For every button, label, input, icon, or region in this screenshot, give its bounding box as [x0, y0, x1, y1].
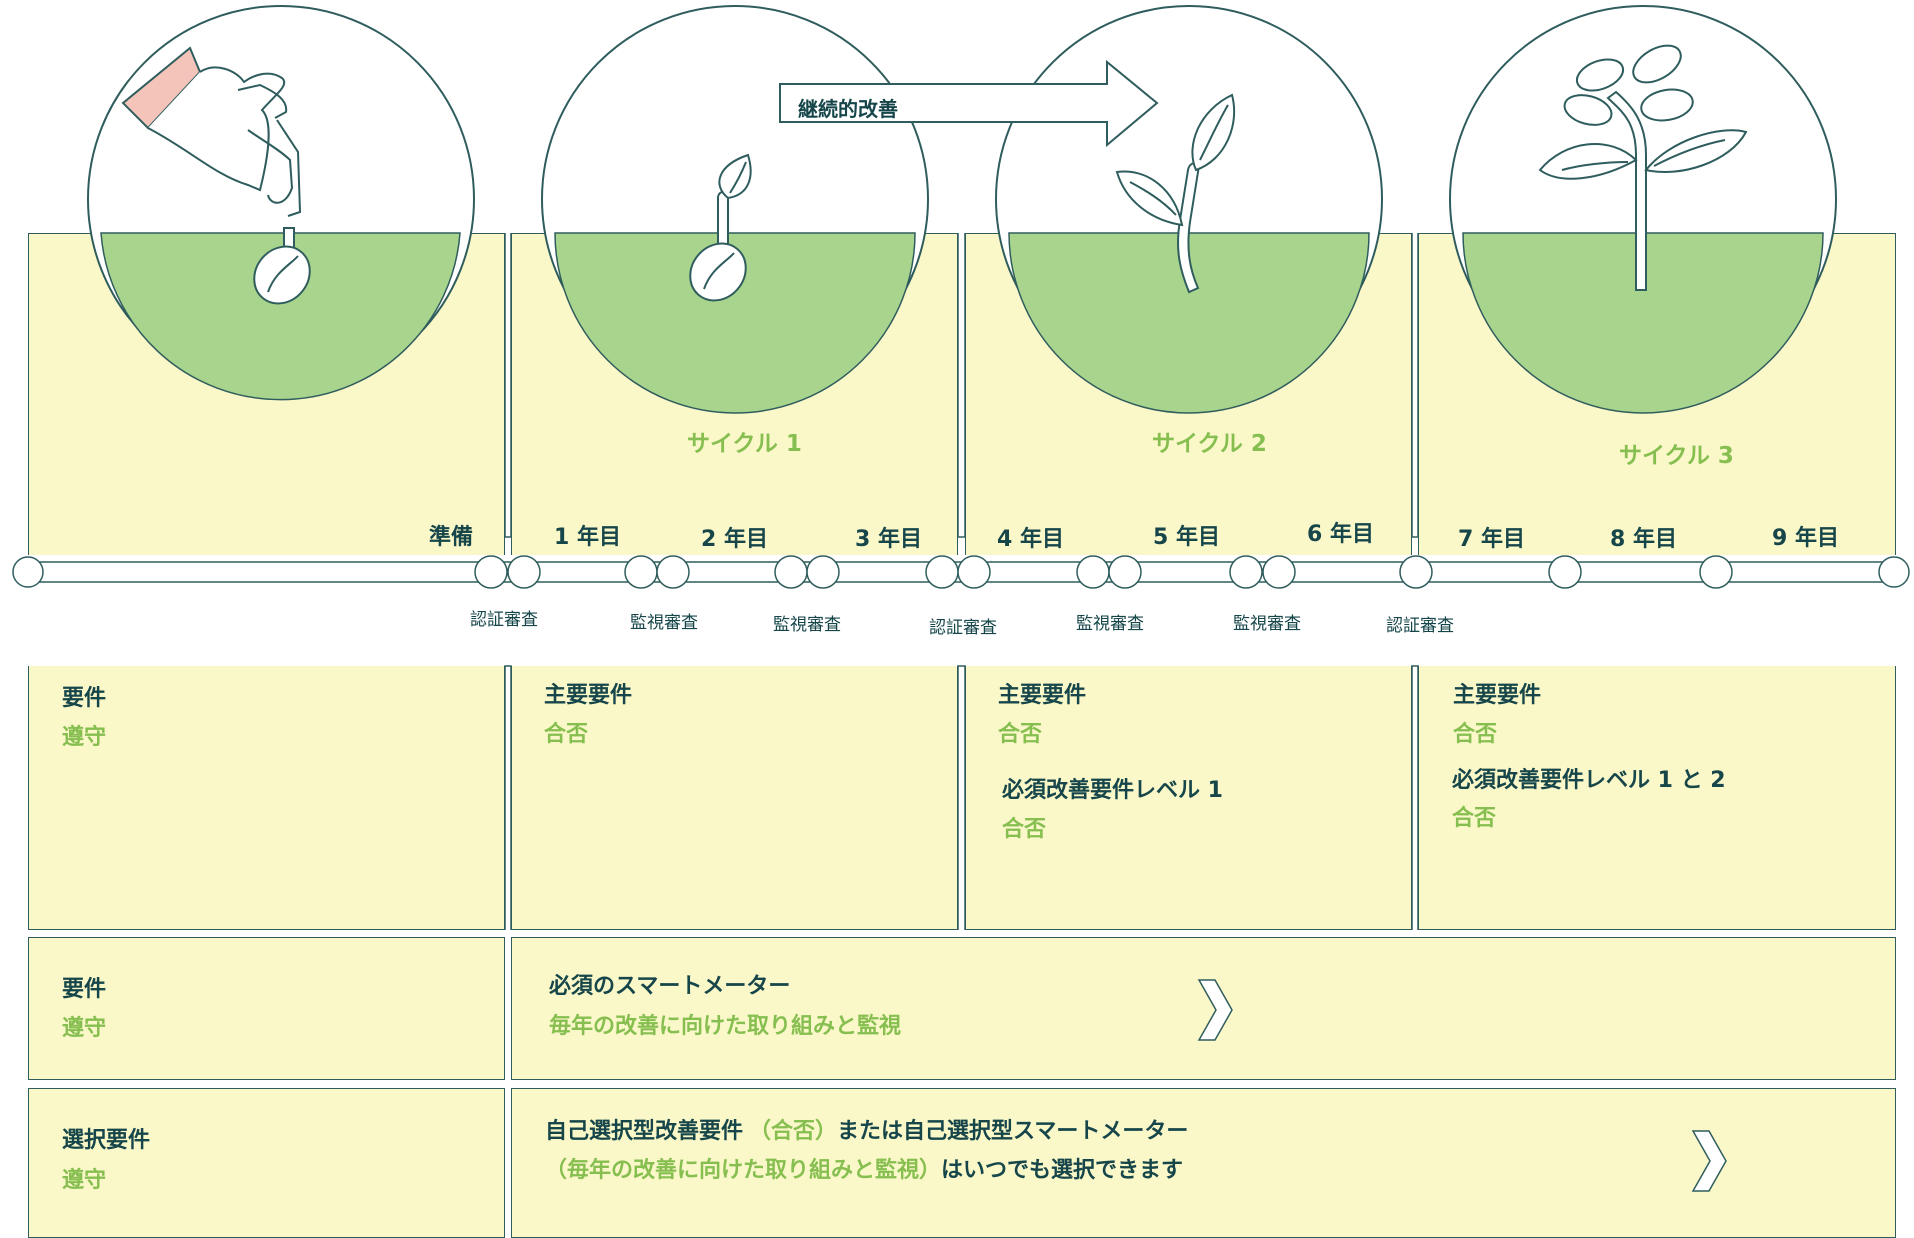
year-label-8: 8 年目	[1610, 527, 1677, 552]
cycle1-heading: 主要要件	[544, 683, 633, 708]
cycle-label-2: サイクル 2	[1152, 431, 1267, 457]
audit-label: 監視審査	[773, 615, 841, 635]
row2-left-panel	[28, 937, 505, 1080]
row3-left-sub: 遵守	[62, 1168, 107, 1193]
row2-main-panel	[511, 937, 1896, 1080]
row3-main-panel	[511, 1088, 1896, 1238]
grown-plant-icon	[1449, 5, 1837, 414]
seed-sprout-icon	[541, 5, 929, 414]
year-label-2: 2 年目	[701, 527, 768, 552]
cycle2-sub: 合否	[998, 722, 1043, 747]
year-label-7: 7 年目	[1458, 527, 1525, 552]
cycle2-heading2: 必須改善要件レベル 1	[1002, 778, 1223, 803]
row3-line2-a: （毎年の改善に向けた取り組みと監視）	[545, 1158, 942, 1183]
cycle3-sub2: 合否	[1452, 806, 1497, 831]
row3-left-heading: 選択要件	[62, 1128, 151, 1153]
cycle3-heading: 主要要件	[1453, 683, 1542, 708]
arrow-label: 継続的改善	[798, 97, 898, 121]
row3-left-panel	[28, 1088, 505, 1238]
young-plant-icon	[995, 5, 1383, 414]
row2-heading: 必須のスマートメーター	[549, 974, 791, 999]
continuous-improvement-arrow	[779, 59, 1159, 148]
row3-line2-b: はいつでも選択できます	[941, 1158, 1184, 1183]
year-label-6: 6 年目	[1307, 522, 1374, 547]
audit-label: 監視審査	[630, 613, 698, 633]
row3-line1-c: または自己選択型スマートメーター	[837, 1119, 1189, 1144]
audit-label: 認証審査	[470, 610, 538, 630]
row1-left-sub: 遵守	[62, 725, 107, 750]
year-label-4: 4 年目	[997, 527, 1064, 552]
cycle-label-3: サイクル 3	[1619, 443, 1734, 469]
audit-label: 監視審査	[1076, 614, 1144, 634]
row2-left-sub: 遵守	[62, 1016, 107, 1041]
chevron-right-icon	[1197, 979, 1233, 1041]
hand-planting-seed-icon	[87, 5, 475, 401]
row2-sub: 毎年の改善に向けた取り組みと監視	[549, 1014, 902, 1039]
row3-line2: （毎年の改善に向けた取り組みと監視）はいつでも選択できます	[545, 1152, 1183, 1184]
year-label-1: 1 年目	[554, 525, 621, 550]
year-label-5: 5 年目	[1153, 525, 1220, 550]
audit-label: 認証審査	[1386, 616, 1454, 636]
cycle2-sub2: 合否	[1002, 817, 1047, 842]
cycle-label-1: サイクル 1	[687, 431, 802, 457]
row3-line1-b: （合否）	[749, 1119, 838, 1144]
row1-left-heading: 要件	[62, 686, 107, 711]
cycle2-heading: 主要要件	[998, 683, 1087, 708]
chevron-right-icon	[1691, 1130, 1727, 1192]
cycle1-sub: 合否	[544, 722, 589, 747]
cycle3-heading2: 必須改善要件レベル 1 と 2	[1452, 768, 1726, 793]
year-label-prep: 準備	[429, 525, 474, 550]
year-label-3: 3 年目	[855, 527, 922, 552]
row3-line1-a: 自己選択型改善要件	[545, 1119, 744, 1144]
row2-left-heading: 要件	[62, 977, 107, 1002]
year-label-9: 9 年目	[1772, 526, 1839, 551]
audit-label: 監視審査	[1233, 614, 1301, 634]
timeline-nodes	[12, 555, 1910, 589]
audit-label: 認証審査	[929, 618, 997, 638]
row3-line1: 自己選択型改善要件（合否）または自己選択型スマートメーター	[545, 1113, 1188, 1145]
cycle3-sub: 合否	[1453, 722, 1498, 747]
